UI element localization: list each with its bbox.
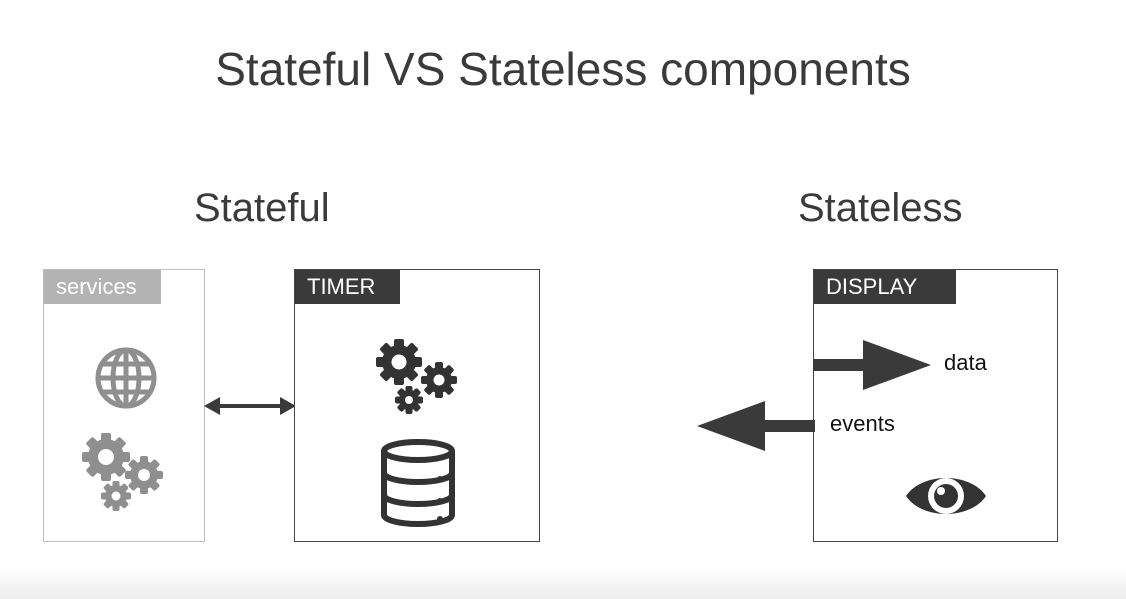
- data-label: data: [944, 350, 987, 375]
- display-label: DISPLAY: [814, 270, 956, 304]
- database-icon: [381, 439, 455, 527]
- eye-icon: [906, 478, 986, 514]
- slide-title: Stateful VS Stateless components: [215, 43, 911, 95]
- stateful-heading: Stateful: [194, 186, 330, 230]
- gears-icon: [376, 339, 457, 414]
- globe-icon: [95, 347, 157, 409]
- medium-gear-icon: [125, 456, 163, 494]
- data-in-arrow-icon: [813, 340, 931, 390]
- stateless-heading: Stateless: [798, 186, 963, 230]
- small-gear-icon: [101, 481, 131, 511]
- services-box: services: [43, 269, 205, 542]
- bidirectional-arrow-icon: [204, 397, 296, 415]
- timer-box: TIMER: [294, 269, 540, 542]
- large-gear-icon: [82, 433, 130, 481]
- services-label: services: [44, 270, 161, 304]
- gears-icon: [82, 433, 163, 511]
- timer-label: TIMER: [295, 270, 400, 304]
- events-out-arrow-icon: [697, 401, 815, 451]
- bottom-fade: [0, 569, 1126, 599]
- display-box: DISPLAY: [813, 269, 1058, 542]
- events-label: events: [830, 411, 895, 436]
